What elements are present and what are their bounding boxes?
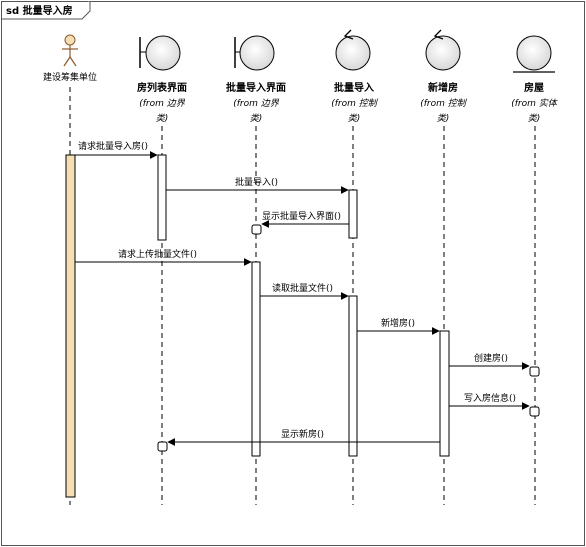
actor-name: 建设筹集单位 <box>43 71 97 83</box>
message-label: 显示新房() <box>281 428 324 440</box>
self-return-box <box>251 224 262 235</box>
message-label: 创建房() <box>474 352 508 364</box>
actor-head-icon <box>64 34 76 46</box>
participant-p5[interactable]: 房屋 (from 实体 类) <box>511 35 559 124</box>
message-label: 请求批量导入房() <box>78 140 148 152</box>
participant-name: 批量导入界面 <box>226 81 286 94</box>
participant-from: 类) <box>528 113 541 124</box>
participant-from: 类) <box>437 113 450 124</box>
frame-tab <box>1 1 91 20</box>
participant-name: 批量导入 <box>334 81 374 94</box>
boundary-circle-icon <box>239 35 275 71</box>
participant-from: (from 实体 <box>511 98 559 109</box>
participant-from: (from 边界 <box>139 98 186 109</box>
actor-leg-icon <box>63 56 71 67</box>
participant-p3[interactable]: 批量导入 (from 控制 类) <box>331 29 379 124</box>
self-return-box <box>529 366 540 377</box>
boundary-circle-icon <box>145 35 181 71</box>
actor[interactable]: 建设筹集单位 <box>43 34 97 83</box>
activation-p3-second <box>348 295 358 457</box>
message-label: 写入房信息() <box>464 392 516 404</box>
participant-from: 类) <box>250 113 263 124</box>
participant-from: (from 控制 <box>420 98 468 109</box>
participant-name: 房屋 <box>524 81 544 94</box>
activation-p3 <box>348 189 358 239</box>
activation-actor <box>65 154 76 498</box>
participant-from: 类) <box>156 113 169 124</box>
participant-p1[interactable]: 房列表界面 (from 边界 类) <box>137 35 187 124</box>
message-label: 批量导入() <box>235 176 278 188</box>
activation-p2 <box>251 261 261 457</box>
participant-name: 新增房 <box>428 81 458 94</box>
messages <box>75 151 530 446</box>
participant-from: (from 边界 <box>233 98 280 109</box>
message-label: 请求上传批量文件() <box>118 248 197 260</box>
participant-p4[interactable]: 新增房 (from 控制 类) <box>420 29 468 124</box>
frame-title: sd 批量导入房 <box>6 4 73 17</box>
control-arrow-icon <box>433 29 444 40</box>
participant-name: 房列表界面 <box>137 81 187 94</box>
control-arrow-icon <box>343 29 354 40</box>
participant-p2[interactable]: 批量导入界面 (from 边界 类) <box>226 35 286 124</box>
message-label: 显示批量导入界面() <box>262 210 341 222</box>
participant-from: 类) <box>348 113 361 124</box>
control-circle-icon <box>425 35 461 71</box>
message-label: 新增房() <box>381 317 415 329</box>
participant-from: (from 控制 <box>331 98 379 109</box>
control-circle-icon <box>335 35 371 71</box>
self-return-box <box>529 406 540 417</box>
entity-circle-icon <box>516 35 552 71</box>
activation-p4 <box>439 330 450 457</box>
self-return-box <box>157 441 168 452</box>
activation-p1 <box>157 154 167 241</box>
message-label: 读取批量文件() <box>272 282 333 294</box>
actor-leg-icon <box>69 56 77 67</box>
